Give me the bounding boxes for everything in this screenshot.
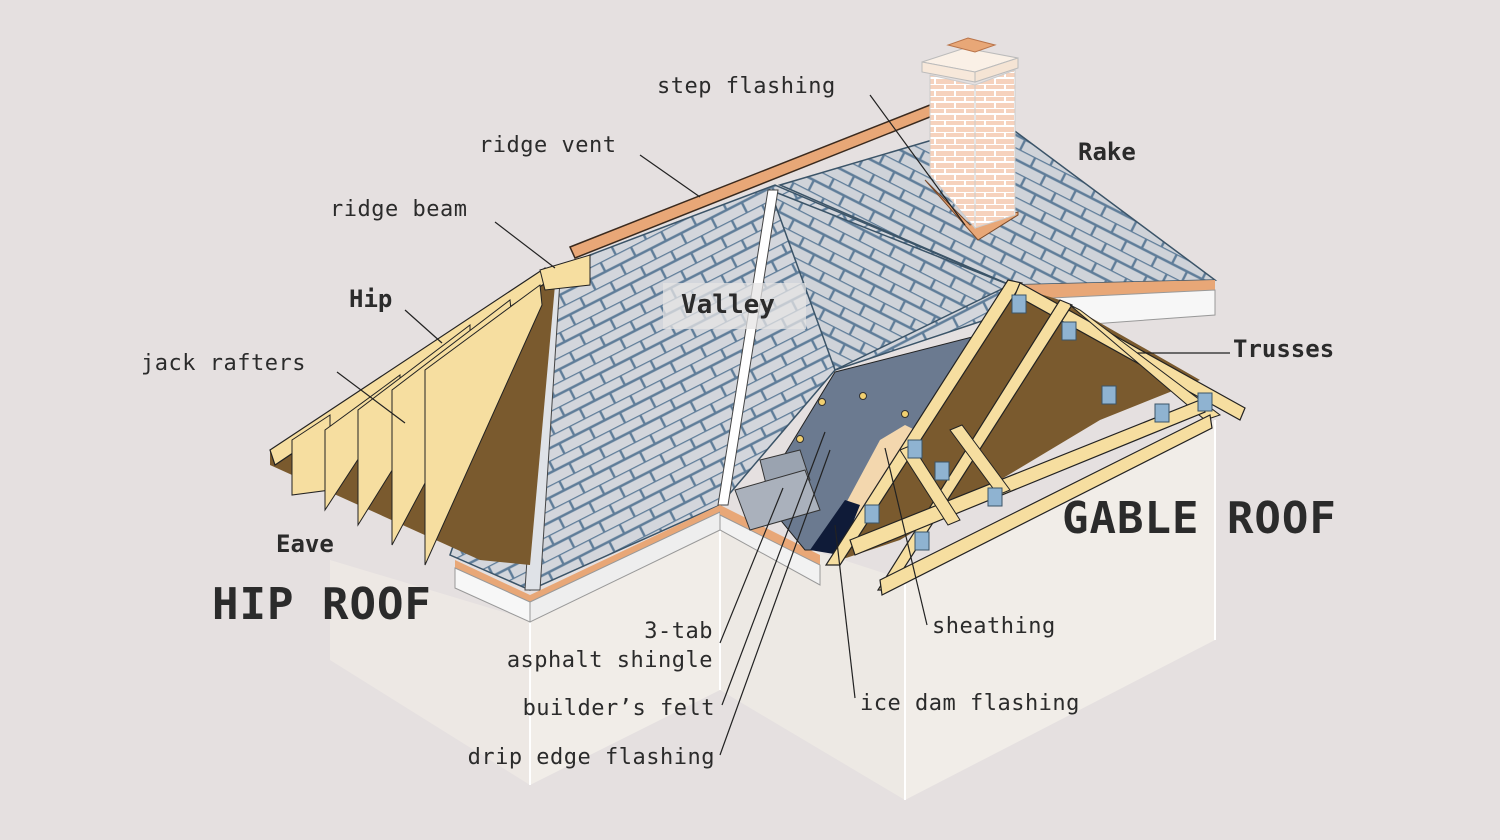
chimney xyxy=(921,37,1019,241)
label-hip: Hip xyxy=(349,285,393,313)
leader-ridge-beam xyxy=(494,221,556,269)
leader-ice-dam xyxy=(834,524,856,699)
leader-hip xyxy=(404,309,443,344)
jack-rafters xyxy=(269,254,591,566)
leader-builders-felt xyxy=(721,431,826,706)
valley-flashing xyxy=(717,189,779,506)
gable-roof-title: GABLE ROOF xyxy=(1062,493,1337,544)
house-walls xyxy=(330,420,1216,800)
gable-trusses xyxy=(824,279,1246,596)
leader-sheathing xyxy=(884,447,928,626)
label-sheathing: sheathing xyxy=(932,614,1056,639)
label-asphalt-shingle: asphalt shingle xyxy=(506,648,713,673)
leader-jack-rafters xyxy=(336,371,406,424)
label-rake: Rake xyxy=(1078,138,1136,166)
leader-lines xyxy=(336,94,1230,756)
label-step-flashing: step flashing xyxy=(657,74,836,99)
label-ridge-vent: ridge vent xyxy=(479,133,617,158)
label-jack-rafters: jack rafters xyxy=(141,351,306,376)
valley-label-backdrop xyxy=(663,283,806,329)
label-3-tab: 3-tab xyxy=(644,619,713,644)
label-eave: Eave xyxy=(276,530,334,558)
hip-roof-title: HIP ROOF xyxy=(212,579,432,630)
label-ridge-beam: ridge beam xyxy=(330,197,468,222)
label-valley: Valley xyxy=(681,290,775,320)
hip-roof-shingles xyxy=(449,184,1012,591)
hip-eave-fascia xyxy=(454,505,821,623)
label-builders-felt: builder’s felt xyxy=(522,696,715,721)
label-drip-edge-flashing: drip edge flashing xyxy=(467,745,715,770)
leader-3-tab xyxy=(719,487,784,644)
label-trusses: Trusses xyxy=(1233,335,1335,363)
leader-step-flashing xyxy=(869,94,966,226)
leader-ridge-vent xyxy=(639,154,701,198)
label-ice-dam-flashing: ice dam flashing xyxy=(860,691,1080,716)
leader-drip-edge xyxy=(719,449,831,756)
